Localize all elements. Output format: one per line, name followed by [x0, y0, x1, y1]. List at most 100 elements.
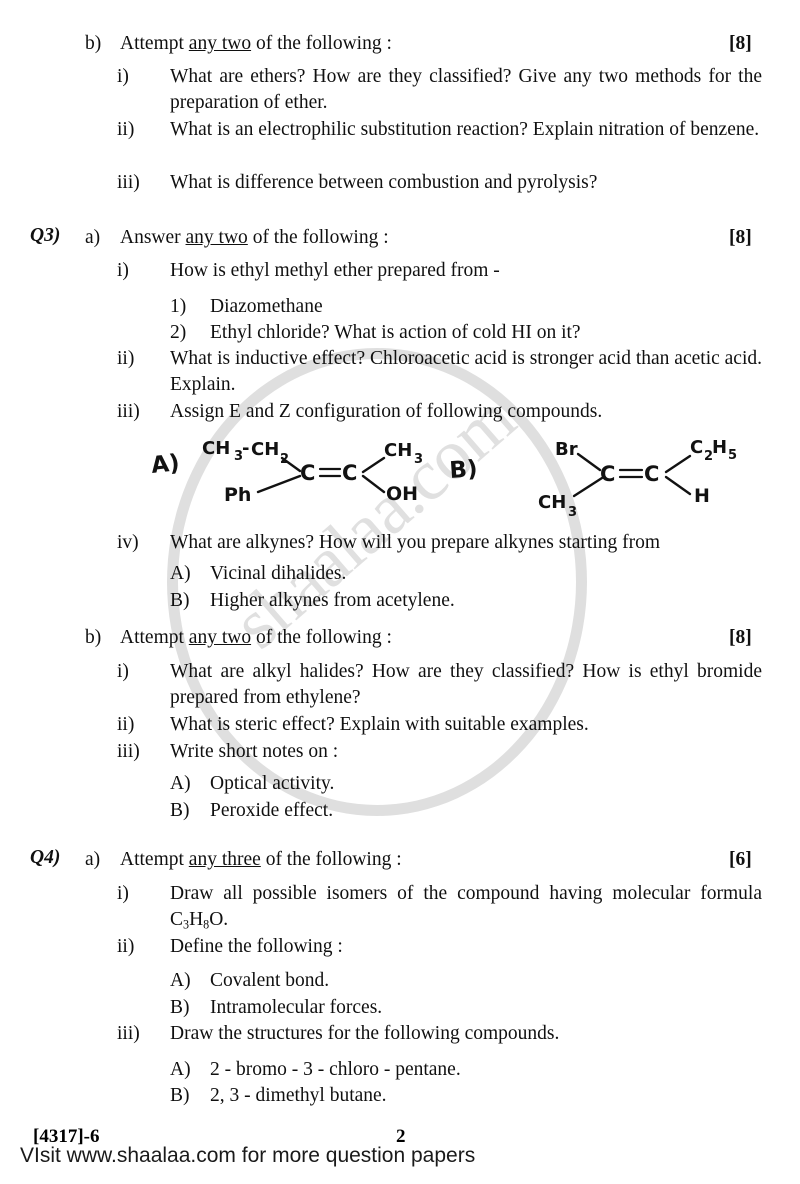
part-label: a): [85, 849, 101, 870]
structure-b-bond-ur: [664, 454, 692, 474]
item-text: Optical activity.: [210, 773, 335, 794]
part-label: a): [85, 227, 101, 248]
structure-b-bond-lr: [664, 475, 692, 496]
item-label: B): [170, 590, 190, 611]
marks-badge: [8]: [729, 33, 752, 54]
list-item: i) What are alkyl halides? How are they …: [117, 659, 762, 711]
item-label: ii): [117, 714, 135, 735]
structure-a-left-bottom: Ph: [224, 484, 251, 506]
list-item: ii) Define the following :: [117, 934, 343, 960]
part-label: b): [85, 33, 102, 54]
list-item: iii) Draw the structures for the followi…: [117, 1021, 559, 1047]
list-item: iii) What is difference between combusti…: [117, 170, 762, 196]
list-item: i) Draw all possible isomers of the comp…: [117, 881, 762, 937]
structure-b-bond-ll: [572, 476, 604, 498]
question-heading-q4: Q4) a) Attempt any three of the followin…: [30, 847, 730, 873]
structure-a-carbon-right: C: [342, 461, 357, 485]
item-label: ii): [117, 936, 135, 957]
item-label: A): [170, 1059, 191, 1080]
structure-a-right-top-sub: 3: [414, 452, 423, 467]
part-stem: Attempt any three of the following :: [120, 849, 402, 870]
site-promo-overlay: VIsit www.shaalaa.com for more question …: [20, 1144, 476, 1167]
list-item: A) Optical activity.: [170, 771, 334, 797]
stem-underlined: any two: [188, 627, 252, 648]
structure-b-left-bottom: CH: [538, 492, 566, 513]
item-label: B): [170, 1085, 190, 1106]
item-text-formula: Draw all possible isomers of the compoun…: [170, 883, 762, 932]
item-text: Ethyl chloride? What is action of cold H…: [210, 322, 581, 343]
structure-a-bond-ul: [280, 456, 302, 473]
item-text: 2, 3 - dimethyl butane.: [210, 1085, 387, 1106]
marks-badge: [8]: [729, 627, 752, 648]
question-part-heading: b) Attempt any two of the following :: [85, 31, 725, 57]
item-label: ii): [117, 119, 135, 140]
item-label: i): [117, 260, 129, 281]
item-text: What is steric effect? Explain with suit…: [170, 714, 589, 735]
list-item: A) Vicinal dihalides.: [170, 561, 346, 587]
stem-underlined: any two: [188, 33, 252, 54]
list-item: ii) What is steric effect? Explain with …: [117, 712, 589, 738]
list-item: B) Higher alkynes from acetylene.: [170, 588, 455, 614]
stem-underlined: any three: [188, 849, 261, 870]
marks-badge: [8]: [729, 227, 752, 248]
item-text: Intramolecular forces.: [210, 997, 383, 1018]
list-item: 1) Diazomethane: [170, 294, 323, 320]
item-text: Write short notes on :: [170, 741, 339, 762]
item-label: 2): [170, 322, 187, 343]
structure-b-right-bottom: H: [694, 485, 710, 507]
structure-b-right-top-sub2: 5: [728, 448, 737, 463]
item-text: What is inductive effect? Chloroacetic a…: [170, 348, 762, 395]
structure-a-carbon-left: C: [300, 461, 315, 485]
item-label: iii): [117, 172, 140, 193]
list-item: A) Covalent bond.: [170, 968, 329, 994]
structure-a-right-bottom: OH: [386, 483, 418, 505]
list-item: iii) Assign E and Z configuration of fol…: [117, 399, 602, 425]
item-label: i): [117, 66, 129, 87]
item-label: B): [170, 800, 190, 821]
item-label: A): [170, 563, 191, 584]
item-label: i): [117, 883, 129, 904]
list-item: A) 2 - bromo - 3 - chloro - pentane.: [170, 1057, 461, 1083]
item-text: Higher alkynes from acetylene.: [210, 590, 455, 611]
paper-code: [4317]-6: [33, 1126, 100, 1147]
item-text: Define the following :: [170, 936, 343, 957]
structure-b-left-top: Br: [555, 439, 578, 460]
item-label: iv): [117, 532, 139, 553]
question-number: Q3): [30, 225, 61, 246]
structure-a-bond-ur: [361, 456, 386, 474]
list-item: B) Intramolecular forces.: [170, 995, 382, 1021]
structure-b-right-top: C: [690, 437, 703, 458]
item-text: What are ethers? How are they classified…: [170, 66, 762, 113]
list-item: i) What are ethers? How are they classif…: [117, 64, 762, 116]
part-stem: Attempt any two of the following :: [120, 627, 392, 648]
item-label: iii): [117, 401, 140, 422]
item-text: 2 - bromo - 3 - chloro - pentane.: [210, 1059, 461, 1080]
structure-a-right-top: CH: [384, 440, 412, 461]
structure-a-label: A): [150, 450, 181, 479]
structure-a-left-top-2: CH: [251, 439, 279, 460]
marks-badge: [6]: [729, 849, 752, 870]
structure-b-carbon-left: C: [600, 462, 615, 486]
part-label: b): [85, 627, 102, 648]
item-text: How is ethyl methyl ether prepared from …: [170, 260, 500, 281]
list-item: B) 2, 3 - dimethyl butane.: [170, 1083, 387, 1109]
question-part-heading: b) Attempt any two of the following :: [85, 625, 725, 651]
list-item: ii) What is inductive effect? Chloroacet…: [117, 346, 762, 398]
structure-b-carbon-right: C: [644, 462, 659, 486]
item-text: What are alkyl halides? How are they cla…: [170, 661, 762, 708]
list-item: ii) What is an electrophilic substitutio…: [117, 117, 762, 143]
structure-b-left-bottom-sub: 3: [568, 505, 577, 520]
item-label: B): [170, 997, 190, 1018]
structure-a-bond-dash: -: [242, 438, 249, 459]
handwritten-structures: A) CH 3 - CH 2 Ph C C CH 3 OH B) Br CH 3…: [150, 428, 770, 528]
item-label: ii): [117, 348, 135, 369]
structure-a-bond-ll: [256, 474, 302, 494]
structures-svg: A) CH 3 - CH 2 Ph C C CH 3 OH B) Br CH 3…: [150, 437, 737, 520]
item-text: What are alkynes? How will you prepare a…: [170, 532, 661, 553]
structure-a-left-top: CH: [202, 438, 230, 459]
structure-b-bond-ul: [576, 452, 602, 472]
question-heading-q3: Q3) a) Answer any two of the following :: [30, 225, 730, 251]
item-label: A): [170, 970, 191, 991]
item-text: What is an electrophilic substitution re…: [170, 119, 760, 140]
item-text: What is difference between combustion an…: [170, 172, 598, 193]
